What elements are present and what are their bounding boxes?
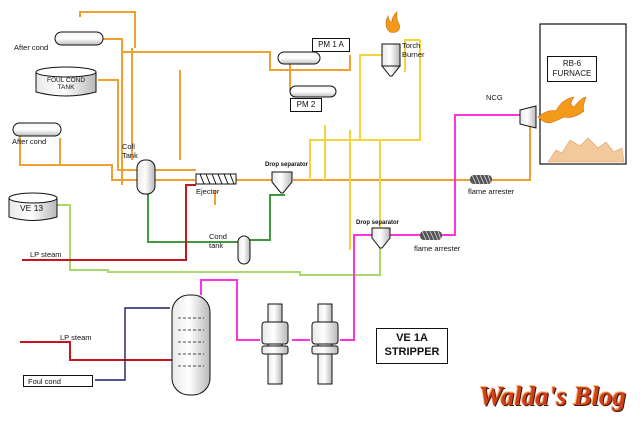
heat-exchanger-2-unit: [311, 303, 339, 385]
torch-flame-icon: [385, 11, 400, 33]
furnace-bed-icon: [547, 137, 625, 163]
stripper-column-vessel: [171, 294, 211, 396]
lp-steam-2-label: LP steam: [60, 333, 92, 342]
torch-burner-unit: [380, 11, 402, 77]
red-lines: [20, 184, 196, 361]
torch-burner-label: Torch Burner: [402, 41, 425, 59]
dark-green-lines: [147, 190, 285, 243]
navy-lines: [95, 307, 170, 381]
drop-separator-2-vessel: [371, 227, 391, 249]
blog-watermark: Walda's Blog: [478, 381, 626, 411]
yellow-lines: [309, 39, 421, 250]
foul-cond-label: Foul cond: [23, 375, 93, 387]
pm2-label: PM 2: [290, 98, 322, 112]
drop-separator-1-vessel: [271, 171, 293, 194]
ve13-vessel: [8, 192, 58, 221]
flame-arrester-2-unit: [420, 230, 442, 241]
cond-tank-vessel: [237, 235, 251, 265]
cond-tank-label: Cond tank: [209, 232, 227, 250]
drop-separator-2-label: Drop separator: [356, 220, 400, 226]
heat-exchanger-1-unit: [261, 303, 289, 385]
furnace-label: RB-6 FURNACE: [547, 56, 597, 82]
ejector-label: Ejector: [196, 187, 220, 196]
ejector-unit: [195, 173, 237, 185]
flame-arrester-2-label: flame arrester: [414, 244, 461, 253]
lp-steam-1-label: LP steam: [30, 250, 62, 259]
after-cond-mid-vessel: [12, 122, 62, 137]
stripper-label: VE 1A STRIPPER: [376, 328, 448, 364]
furnace-box: [537, 23, 627, 165]
drop-separator-1-label: Drop separator: [265, 162, 309, 168]
furnace-flame-icon: [537, 96, 587, 124]
foul-cond-tank-label: FOUL COND TANK: [46, 77, 86, 92]
pm1a-vessel: [277, 51, 321, 65]
flame-arrester-1-label: flame arrester: [468, 187, 515, 196]
after-cond-top-vessel: [54, 31, 104, 46]
coll-tank-vessel: [136, 159, 156, 195]
ncg-label: NCG: [486, 93, 503, 102]
flame-arrester-1-unit: [470, 174, 492, 185]
coll-tank-label: Coll Tank: [122, 142, 138, 160]
after-cond-mid-label: After cond: [12, 137, 47, 146]
pm2-vessel: [289, 85, 337, 98]
magenta-lines: [200, 114, 520, 341]
foul-cond-tank-vessel: [35, 66, 97, 97]
pm1a-label: PM 1 A: [312, 38, 350, 52]
after-cond-top-label: After cond: [14, 43, 49, 52]
ve13-label: VE 13: [20, 203, 44, 213]
ncg-nozzle: [519, 105, 537, 129]
